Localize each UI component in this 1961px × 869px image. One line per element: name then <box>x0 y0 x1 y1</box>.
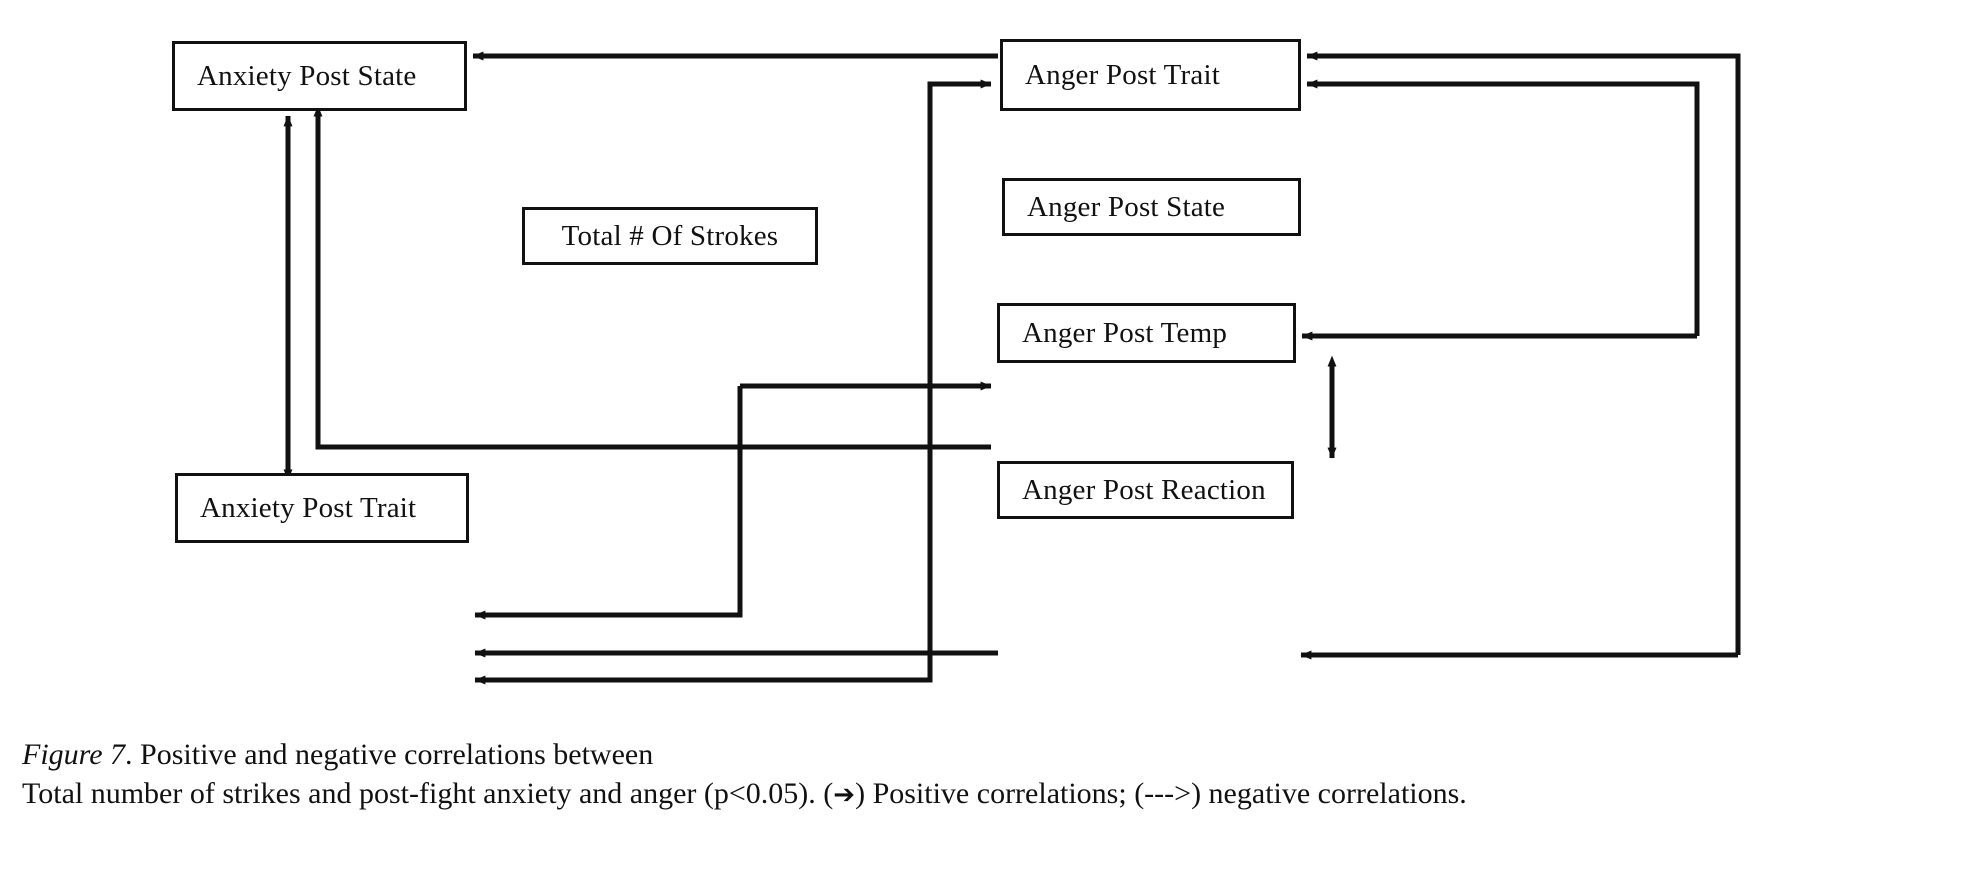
node-label: Anger Post State <box>1027 190 1226 223</box>
node-anxiety-post-trait[interactable]: Anxiety Post Trait <box>175 473 469 543</box>
node-label: Total # Of Strokes <box>561 219 779 252</box>
diagram-connectors-layer <box>283 51 1741 685</box>
node-anxiety-post-state[interactable]: Anxiety Post State <box>172 41 467 111</box>
node-total-strokes[interactable]: Total # Of Strokes <box>522 207 818 265</box>
node-label: Anxiety Post State <box>197 59 417 92</box>
edge-rail-inner-to-angertrait <box>1306 79 1700 336</box>
caption-line-2-b: ) Positive correlations; (--->) negative… <box>855 777 1467 810</box>
positive-correlation-arrow-icon: ➔ <box>833 780 856 810</box>
edge-angertemp-to-anxietytrait <box>474 386 743 620</box>
edge-angertrait-to-anxietytrait-bottom <box>474 653 933 685</box>
figure-caption: Figure 7. Positive and negative correlat… <box>22 735 1952 815</box>
edge-rail-outer-to-angertrait <box>1306 51 1741 655</box>
caption-line-2: Total number of strikes and post-fight a… <box>22 774 1952 815</box>
caption-line-1-text: . Positive and negative correlations bet… <box>125 738 654 771</box>
node-label: Anxiety Post Trait <box>200 491 417 524</box>
node-anger-post-trait[interactable]: Anger Post Trait <box>1000 39 1301 111</box>
node-anger-post-state[interactable]: Anger Post State <box>1002 178 1301 236</box>
edge-x930-up-to-angertrait <box>927 79 992 653</box>
edge-anxietystate-angertemp <box>313 105 991 450</box>
correlation-diagram: Anxiety Post State Anger Post Trait Ange… <box>172 39 1741 685</box>
node-anger-post-temp[interactable]: Anger Post Temp <box>997 303 1296 363</box>
figure-number: Figure 7 <box>22 738 126 771</box>
caption-line-1: Figure 7. Positive and negative correlat… <box>22 735 1952 774</box>
node-label: Anger Post Temp <box>1022 316 1228 349</box>
node-label: Anger Post Reaction <box>1022 473 1266 506</box>
node-anger-post-reaction[interactable]: Anger Post Reaction <box>997 461 1294 519</box>
caption-line-2-a: Total number of strikes and post-fight a… <box>22 777 834 810</box>
node-label: Anger Post Trait <box>1025 58 1220 91</box>
